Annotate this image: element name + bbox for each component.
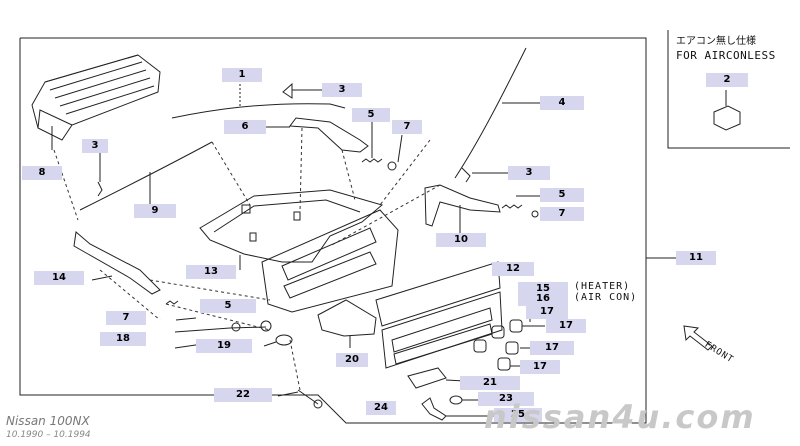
callout-3b[interactable]: 3 xyxy=(508,166,550,180)
part-5-spring xyxy=(361,158,383,163)
part-15-bezel xyxy=(375,261,501,327)
front-arrow-icon xyxy=(683,325,713,351)
part-1-rod xyxy=(171,103,346,119)
part-7-clip xyxy=(387,161,397,171)
callout-17c[interactable]: 17 xyxy=(530,341,574,355)
callout-18[interactable]: 18 xyxy=(100,332,146,346)
callout-16[interactable]: 16 xyxy=(518,292,568,306)
callout-8[interactable]: 8 xyxy=(22,166,62,180)
part-3-clip xyxy=(282,82,293,99)
callout-5[interactable]: 5 xyxy=(352,108,390,122)
callout-21[interactable]: 21 xyxy=(460,376,520,390)
model-dates: 10.1990 – 10.1994 xyxy=(6,430,91,440)
callout-13[interactable]: 13 xyxy=(186,265,236,279)
part-2-knob xyxy=(713,105,741,131)
callout-24[interactable]: 24 xyxy=(366,401,396,415)
callout-5b[interactable]: 5 xyxy=(540,188,584,202)
callout-20[interactable]: 20 xyxy=(336,353,368,367)
part-14-lever xyxy=(73,231,161,295)
callout-10[interactable]: 10 xyxy=(436,233,486,247)
part-25-connector xyxy=(421,397,447,421)
callout-17b[interactable]: 17 xyxy=(546,319,586,333)
callout-2[interactable]: 2 xyxy=(706,73,748,87)
part-24-trim xyxy=(381,291,503,369)
watermark: nissan4u.com xyxy=(484,398,756,436)
callout-25[interactable]: 25 xyxy=(494,408,542,422)
main-frame xyxy=(20,37,647,258)
variant-aircon: (AIR CON) xyxy=(574,292,638,303)
callout-3[interactable]: 3 xyxy=(322,83,362,97)
callout-9[interactable]: 9 xyxy=(134,204,176,218)
part-21-switch xyxy=(407,367,447,389)
callout-11[interactable]: 11 xyxy=(676,251,716,265)
inset-note-english: FOR AIRCONLESS xyxy=(676,49,776,62)
callout-7b[interactable]: 7 xyxy=(540,207,584,221)
part-9-rod xyxy=(79,141,213,211)
callout-3c[interactable]: 3 xyxy=(82,139,108,153)
callout-7c[interactable]: 7 xyxy=(106,311,146,325)
variant-heater: (HEATER) xyxy=(574,281,631,292)
part-8-cover xyxy=(31,54,161,150)
part-10-lever xyxy=(424,184,501,227)
callout-19[interactable]: 19 xyxy=(196,339,252,353)
callout-7[interactable]: 7 xyxy=(392,120,422,134)
callout-4[interactable]: 4 xyxy=(540,96,584,110)
main-frame-bottom xyxy=(19,38,647,424)
part-12-panel xyxy=(261,209,399,313)
callout-17[interactable]: 17 xyxy=(526,305,568,319)
callout-12[interactable]: 12 xyxy=(492,262,534,276)
callout-6[interactable]: 6 xyxy=(224,120,266,134)
part-6-lever xyxy=(289,117,369,153)
model-name: Nissan 100NX xyxy=(6,414,90,428)
callout-17d[interactable]: 17 xyxy=(520,360,560,374)
part-4-rod xyxy=(454,47,527,179)
callout-23[interactable]: 23 xyxy=(478,392,534,406)
part-20-pad xyxy=(317,299,377,337)
callout-22[interactable]: 22 xyxy=(214,388,272,402)
callout-14[interactable]: 14 xyxy=(34,271,84,285)
inset-note-japanese: エアコン無し仕様 xyxy=(676,36,756,47)
inset-frame xyxy=(667,30,790,149)
callout-1[interactable]: 1 xyxy=(222,68,262,82)
callout-5c[interactable]: 5 xyxy=(200,299,256,313)
part-13-frame xyxy=(199,189,384,263)
